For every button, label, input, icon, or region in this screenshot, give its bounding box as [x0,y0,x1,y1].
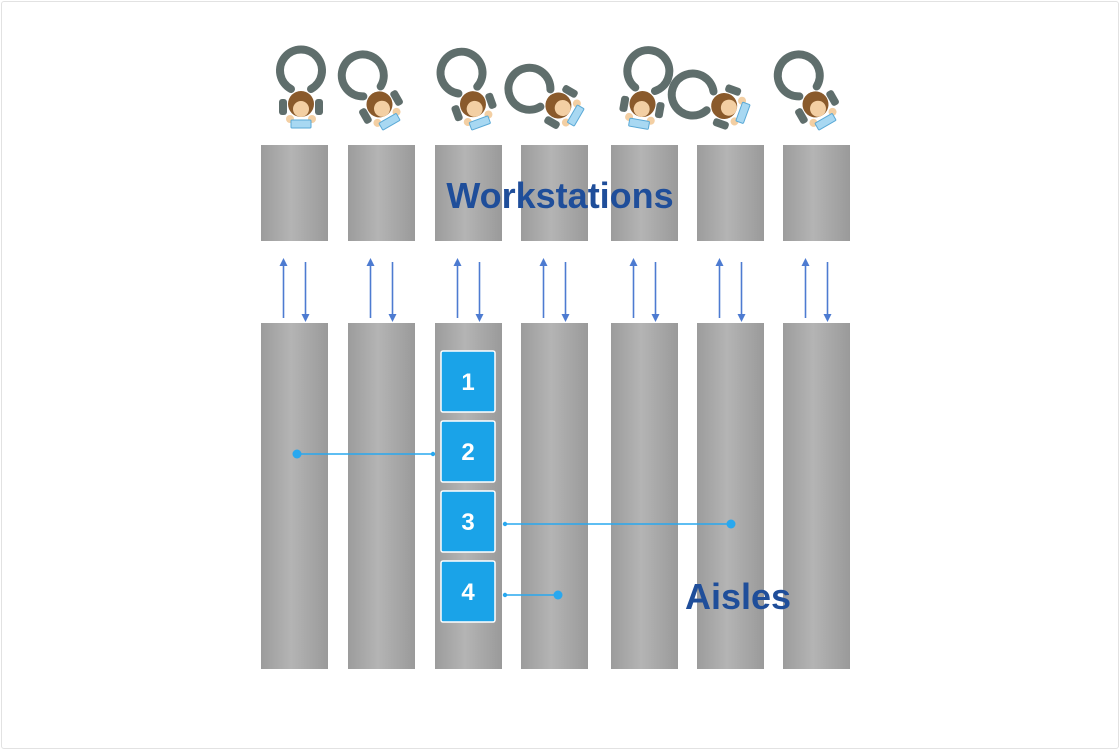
worker-6 [667,69,751,130]
workstation-7 [783,145,850,241]
bin-stack: 1 2 3 4 [440,350,496,623]
workstation-4 [521,145,588,241]
connector-dot [553,590,563,600]
workers-row [276,45,839,131]
worker-1 [276,45,326,129]
aisle-2 [348,323,415,669]
aisle-7 [783,323,850,669]
worker-7 [773,50,839,131]
bin-box [440,490,496,553]
bin-box [440,560,496,623]
aisles-row [261,323,850,669]
bin-2: 2 [440,420,496,483]
bin-number: 3 [461,509,474,536]
bin-1: 1 [440,350,496,413]
bin-4: 4 [440,560,496,623]
bin-box [440,350,496,413]
connector-dot [726,519,736,529]
worker-2 [337,50,403,131]
connector-2 [502,519,736,529]
workstation-3 [435,145,502,241]
bin-number: 4 [461,579,475,606]
workstation-5 [611,145,678,241]
bin-number: 2 [461,439,474,466]
worker-3 [436,47,497,131]
tablet-icon [814,113,837,131]
tablet-icon [567,104,585,127]
aisle-1 [261,323,328,669]
bin-box [440,420,496,483]
tablet-icon [628,117,650,130]
workstations-row [261,145,850,241]
transfer-arrows [279,258,832,322]
tablet-icon [290,119,312,129]
workstation-6 [697,145,764,241]
connector-dot [292,449,302,459]
workstations-label: Workstations [446,175,673,216]
aisle-4 [521,323,588,669]
aisles-label: Aisles [685,576,791,617]
tablet-icon [378,113,401,131]
aisle-6 [697,323,764,669]
workstation-2 [348,145,415,241]
connector-3 [502,590,563,600]
tablet-icon [468,115,491,131]
aisle-5 [611,323,678,669]
bin-connectors [292,449,736,600]
connector-1 [292,449,436,459]
bin-number: 1 [461,369,474,396]
worker-4 [504,63,585,129]
bin-3: 3 [440,490,496,553]
workstation-1 [261,145,328,241]
worker-5 [619,46,674,130]
tablet-icon [735,101,751,124]
